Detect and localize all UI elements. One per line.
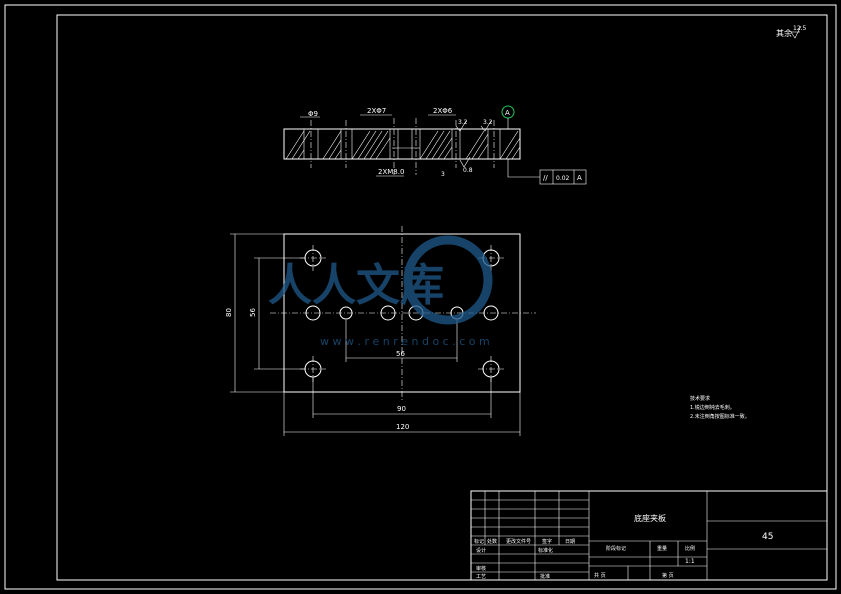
tb-weight: 重量 xyxy=(657,545,667,552)
dim-outer-spacing: 90 xyxy=(397,405,406,413)
section-view: Φ9 2XΦ7 2XΦ6 2XM8.0 3 3.2 3.2 0.8 A // 0… xyxy=(283,105,587,185)
title-block-frame xyxy=(470,490,828,581)
dim-center-spacing: 56 xyxy=(396,350,405,358)
tb-sheets: 共 页 xyxy=(594,572,606,579)
notes-item-1: 1.锐边倒钝去毛刺。 xyxy=(690,404,735,411)
tb-sheet: 第 页 xyxy=(662,572,674,579)
hole-mid-1 xyxy=(305,305,321,321)
dim-width-lines xyxy=(283,392,521,436)
section-hatching xyxy=(285,130,521,160)
dim-height-lines xyxy=(230,233,284,393)
section-hole-lines xyxy=(303,129,501,159)
outer-border xyxy=(4,4,837,590)
tb-material: 45 xyxy=(762,532,773,542)
tb-check: 审核 xyxy=(476,565,486,572)
section-body xyxy=(283,128,521,160)
rough-mark-1: 3.2 xyxy=(458,119,468,126)
dim-width: 120 xyxy=(396,423,409,431)
rough-mark-2: 3.2 xyxy=(483,119,493,126)
drawing-frame xyxy=(56,14,828,581)
tb-change-doc: 更改文件号 xyxy=(506,538,531,545)
tolerance-leader xyxy=(507,159,540,178)
section-center-lines xyxy=(310,118,495,175)
dim-hole-a: Φ9 xyxy=(308,110,318,118)
dim-height: 80 xyxy=(225,308,233,317)
tb-designer: 设计 xyxy=(476,547,486,554)
dim-inner-height-lines xyxy=(254,257,305,370)
watermark-logo-icon xyxy=(403,235,493,325)
plan-center-lines xyxy=(270,226,536,400)
rough-symbol-2-icon xyxy=(480,120,492,132)
tb-scale: 1:1 xyxy=(685,558,695,565)
dim-holes-d: 2XM8.0 xyxy=(378,168,404,176)
dim-depth: 3 xyxy=(441,171,445,178)
tolerance-symbol: // xyxy=(543,174,548,182)
notes-item-2: 2.未注倒角按图标准一致。 xyxy=(690,413,750,420)
tb-standard: 标准化 xyxy=(538,547,553,554)
tolerance-value: 0.02 xyxy=(556,175,570,182)
tb-ratio: 比例 xyxy=(685,545,695,552)
watermark-url: w w w . r e n r e n d o c . c o m xyxy=(320,335,490,348)
hole-mid-6 xyxy=(483,305,499,321)
tb-mark: 标记 xyxy=(474,538,484,545)
watermark: 人人文库 w w w . r e n r e n d o c . c o m xyxy=(268,235,493,348)
rough-symbol-3-icon xyxy=(459,156,471,168)
dim-holes-c: 2XΦ6 xyxy=(433,107,453,115)
rough-symbol-1-icon xyxy=(455,120,467,132)
dim-holes-b: 2XΦ7 xyxy=(367,107,386,115)
tb-sign: 签字 xyxy=(542,538,552,545)
rough-mark-3: 0.8 xyxy=(463,167,473,174)
tb-date: 日期 xyxy=(565,539,575,545)
dim-inner-height: 56 xyxy=(249,308,257,317)
tb-part-name: 底座夹板 xyxy=(634,513,666,523)
tolerance-frame xyxy=(539,169,587,185)
roughness-label: 其余 xyxy=(776,28,792,38)
tb-approve: 批准 xyxy=(540,573,550,580)
tolerance-datum: A xyxy=(577,174,582,182)
dim-center-spacing-lines xyxy=(345,320,458,362)
hole-mid-2 xyxy=(339,306,353,320)
tb-craft: 工艺 xyxy=(476,574,486,580)
plan-view: 80 56 56 90 120 xyxy=(225,226,536,436)
title-block-grid xyxy=(471,491,827,580)
tb-stage: 阶段标记 xyxy=(606,545,626,552)
watermark-text: 人人文库 xyxy=(268,260,444,311)
dim-outer-spacing-lines xyxy=(312,377,492,418)
tb-count: 处数 xyxy=(487,538,497,545)
roughness-symbol-icon xyxy=(790,25,802,39)
title-block: 标记 处数 更改文件号 签字 日期 设计 标准化 审核 工艺 批准 阶段标记 重… xyxy=(470,490,828,581)
notes-title: 技术要求 xyxy=(690,395,710,402)
datum-label: A xyxy=(505,109,510,117)
roughness-note: 其余 12.5 xyxy=(776,25,807,39)
technical-notes: 技术要求 1.锐边倒钝去毛刺。 2.未注倒角按图标准一致。 xyxy=(690,395,750,420)
